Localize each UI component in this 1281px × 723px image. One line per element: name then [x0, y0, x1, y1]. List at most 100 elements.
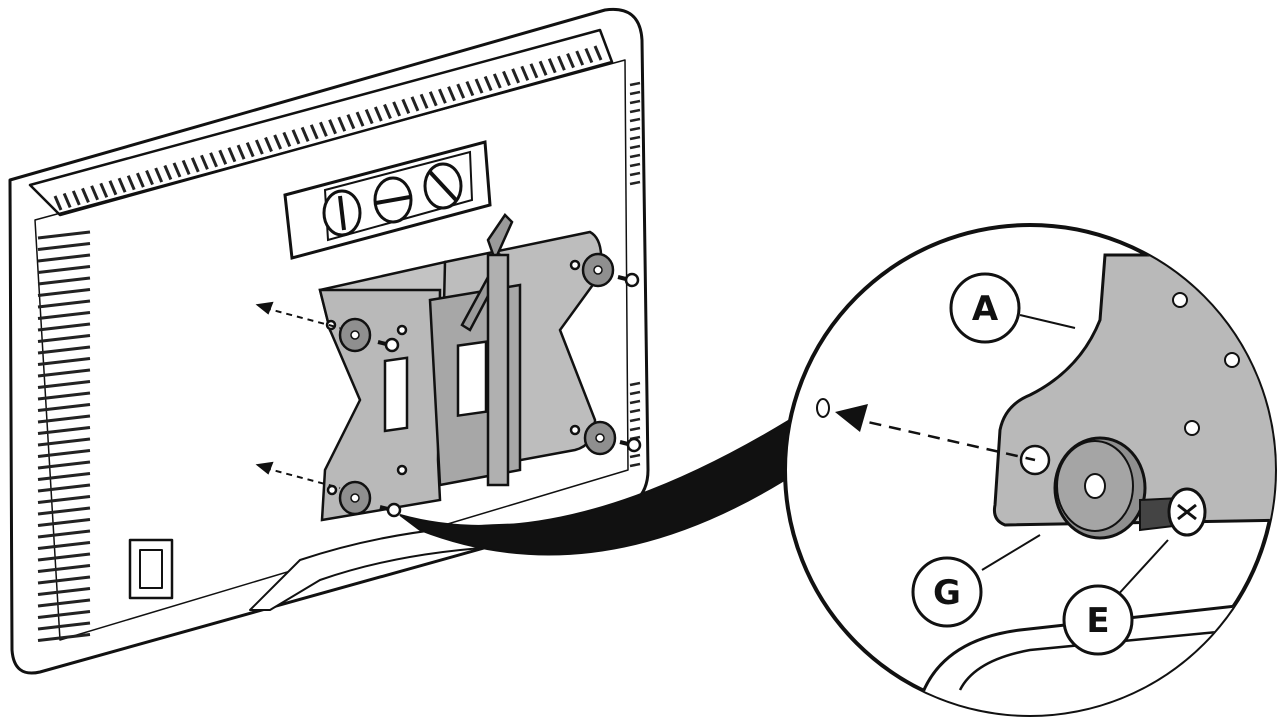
vent-slot [209, 152, 218, 168]
vent-slot [629, 153, 641, 159]
vent-slot [337, 116, 347, 132]
vent-slot [37, 541, 91, 550]
vent-slot [300, 126, 310, 142]
vent-slot [264, 136, 273, 153]
vent-slot [557, 55, 566, 71]
vent-slot [282, 131, 292, 148]
vent-slot [90, 185, 99, 201]
spacer-g [1053, 436, 1147, 540]
screw-e [1139, 487, 1207, 537]
vent-slot [629, 126, 641, 132]
vent-slot [108, 180, 118, 196]
vent-slot [37, 299, 91, 309]
vent-slot [117, 177, 127, 193]
vent-slot [502, 70, 511, 87]
vent-slot [37, 587, 91, 596]
vent-slot [99, 182, 109, 198]
vent-slot [37, 506, 91, 516]
vent-slot [328, 119, 337, 135]
vent-slot [629, 390, 641, 396]
vent-slot [218, 149, 228, 165]
vent-slot [200, 154, 209, 170]
vent-slot [629, 399, 641, 405]
vent-slot [355, 111, 365, 127]
vent-slot [584, 47, 594, 64]
vent-slot [37, 242, 91, 251]
vent-slot [629, 162, 641, 168]
label-a-text: A [972, 289, 999, 329]
vent-slot [629, 81, 641, 87]
vent-slot [37, 253, 91, 263]
mounting-bracket-a [318, 213, 603, 522]
vent-slot [37, 403, 91, 412]
screw-head [624, 272, 640, 288]
vent-slot [37, 414, 91, 424]
vent-slot [37, 391, 91, 401]
vent-slot [364, 108, 374, 125]
knob-3 [423, 162, 463, 210]
vent-slot [593, 45, 603, 61]
label-e: E [1062, 584, 1134, 656]
vent-slot [37, 437, 91, 447]
vent-slot [629, 426, 641, 432]
vent-slot [456, 83, 466, 99]
vent-slot [566, 53, 575, 69]
vent-slot [37, 564, 91, 573]
vent-slot [547, 58, 557, 74]
spacer-hole [593, 265, 603, 275]
vent-slot [236, 144, 246, 160]
vent-slot [37, 518, 91, 527]
vent-slot [37, 529, 91, 539]
vent-slot [254, 139, 264, 155]
vent-slot [181, 159, 191, 175]
vent-slot [428, 91, 438, 107]
vent-slot [629, 108, 641, 114]
vent-slot [273, 134, 283, 150]
vent-slot [37, 472, 91, 481]
vent-slot [629, 462, 641, 468]
vent-slot [629, 144, 641, 150]
top-vent-grille [53, 45, 603, 211]
vent-slot [37, 449, 91, 458]
vent-slot [245, 142, 255, 158]
spacer-hole [350, 330, 360, 340]
screw-head [386, 502, 402, 518]
vent-slot [37, 380, 91, 389]
vent-slot [319, 121, 328, 137]
vent-slot [309, 124, 319, 140]
vent-slot [37, 322, 91, 332]
plate-spacers-and-screws [338, 252, 642, 518]
vent-slot [37, 345, 91, 355]
vent-slot [37, 276, 91, 286]
vent-slot [71, 190, 81, 206]
spacer-hole [595, 433, 605, 443]
label-g-text: G [933, 573, 961, 613]
vent-slot [629, 171, 641, 177]
vent-slot [154, 167, 164, 183]
screw-guide-arrows [255, 301, 341, 489]
vent-slot [163, 164, 173, 181]
vent-slot [629, 135, 641, 141]
vent-slot [629, 381, 641, 387]
vent-slot [190, 157, 200, 173]
vent-slot [37, 552, 91, 562]
vent-slot [81, 187, 90, 203]
vent-slot [483, 75, 493, 92]
vent-slot [383, 103, 392, 120]
vent-slot [373, 106, 383, 122]
vent-slot [419, 93, 429, 109]
left-vent-grille [37, 230, 91, 642]
screw-head [626, 437, 642, 453]
vent-slot [629, 117, 641, 123]
vent-slot [575, 50, 585, 66]
vent-slot [172, 162, 182, 178]
vent-slot [135, 172, 145, 188]
vent-slot [62, 192, 72, 209]
vent-slot [37, 483, 91, 493]
vent-slot [520, 65, 530, 81]
vent-slot [37, 633, 91, 642]
spacer-hole [350, 493, 360, 503]
vent-slot [126, 175, 136, 191]
vent-slot [37, 495, 91, 504]
